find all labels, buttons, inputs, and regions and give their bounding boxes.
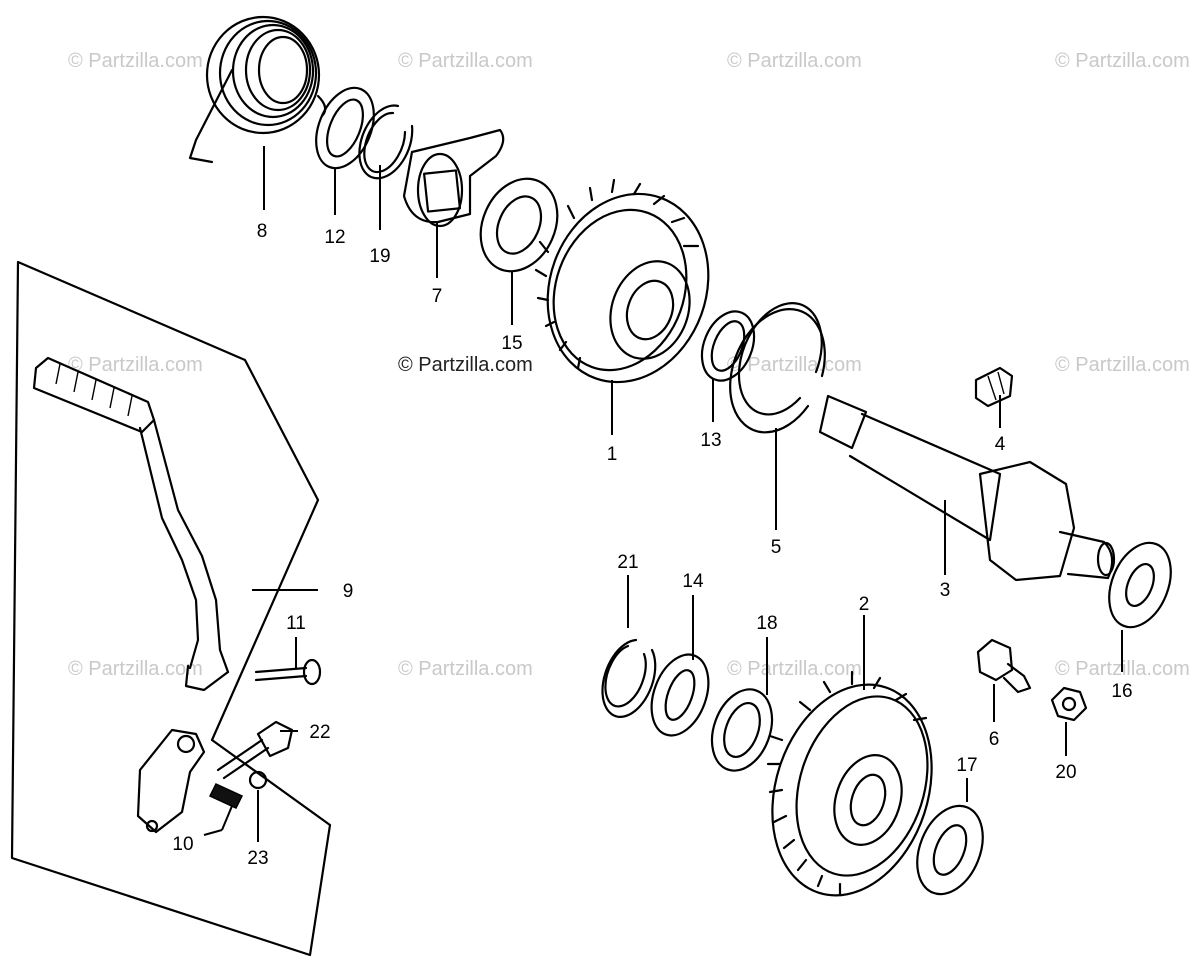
- callout-12: 12: [324, 227, 345, 248]
- callout-8: 8: [257, 221, 268, 242]
- watermark: © Partzilla.com: [68, 50, 203, 72]
- callout-16: 16: [1111, 681, 1132, 702]
- watermark: © Partzilla.com: [1055, 50, 1190, 72]
- callout-11: 11: [286, 613, 306, 634]
- spring-part-10: [208, 783, 244, 809]
- watermark: © Partzilla.com: [398, 50, 533, 72]
- leader-lines: [203, 146, 1123, 842]
- watermark: © Partzilla.com: [398, 658, 533, 680]
- watermark: © Partzilla.com: [68, 658, 203, 680]
- kick-arm-part-9: [32, 356, 230, 692]
- watermark: © Partzilla.com: [727, 50, 862, 72]
- kick-gear-part-1: [534, 178, 710, 384]
- watermark-layer: © Partzilla.com © Partzilla.com © Partzi…: [68, 50, 1190, 680]
- bolt-part-22: [216, 720, 294, 780]
- washer-part-17: [916, 804, 984, 896]
- nut-part-20: [1050, 686, 1088, 722]
- snap-ring-part-5: [729, 302, 826, 434]
- callout-15: 15: [501, 333, 522, 354]
- callout-7: 7: [432, 286, 443, 307]
- callout-1: 1: [607, 444, 618, 465]
- circlip-part-19: [358, 104, 414, 180]
- ball-part-23: [248, 770, 268, 790]
- callout-10: 10: [172, 834, 193, 855]
- callout-6: 6: [989, 729, 1000, 750]
- callout-22: 22: [309, 722, 330, 743]
- washer-part-18: [710, 688, 774, 772]
- washer-part-14: [650, 653, 710, 737]
- callout-13: 13: [700, 430, 721, 451]
- callout-labels: 1 2 3 4 5 6 7 8 9 10 11 12 13 14 15 16 1…: [172, 221, 1132, 869]
- callout-20: 20: [1055, 762, 1076, 783]
- callout-21: 21: [617, 552, 638, 573]
- watermark: © Partzilla.com: [727, 354, 862, 376]
- callout-19: 19: [369, 246, 390, 267]
- watermark: © Partzilla.com: [727, 658, 862, 680]
- callout-2: 2: [859, 594, 870, 615]
- thrust-washer-part-15: [479, 177, 559, 273]
- callout-14: 14: [682, 571, 704, 592]
- watermark: © Partzilla.com: [1055, 354, 1190, 376]
- callout-5: 5: [771, 537, 782, 558]
- callout-17: 17: [956, 755, 977, 776]
- watermark: © Partzilla.com: [68, 354, 203, 376]
- washer-part-16: [1108, 541, 1172, 629]
- watermark-center: © Partzilla.com: [398, 354, 533, 376]
- callout-3: 3: [940, 580, 951, 601]
- spring-part-8: [188, 15, 327, 164]
- ratchet-guide-part-7: [402, 128, 505, 228]
- spindle-part-3: [818, 394, 1116, 582]
- callout-4: 4: [995, 434, 1006, 455]
- callout-9: 9: [343, 581, 354, 602]
- callout-23: 23: [247, 848, 268, 869]
- kick-arm-assembly-frame: [10, 260, 332, 957]
- clip-part-4: [974, 366, 1014, 408]
- idle-gear-part-2: [766, 670, 933, 897]
- washer-part-12: [315, 86, 375, 170]
- kick-arm-boss: [136, 728, 206, 834]
- bolt-part-11: [254, 658, 322, 686]
- bolt-part-6: [976, 638, 1032, 694]
- circlip-part-21: [601, 638, 657, 718]
- ring-part-13: [700, 310, 756, 382]
- callout-18: 18: [756, 613, 777, 634]
